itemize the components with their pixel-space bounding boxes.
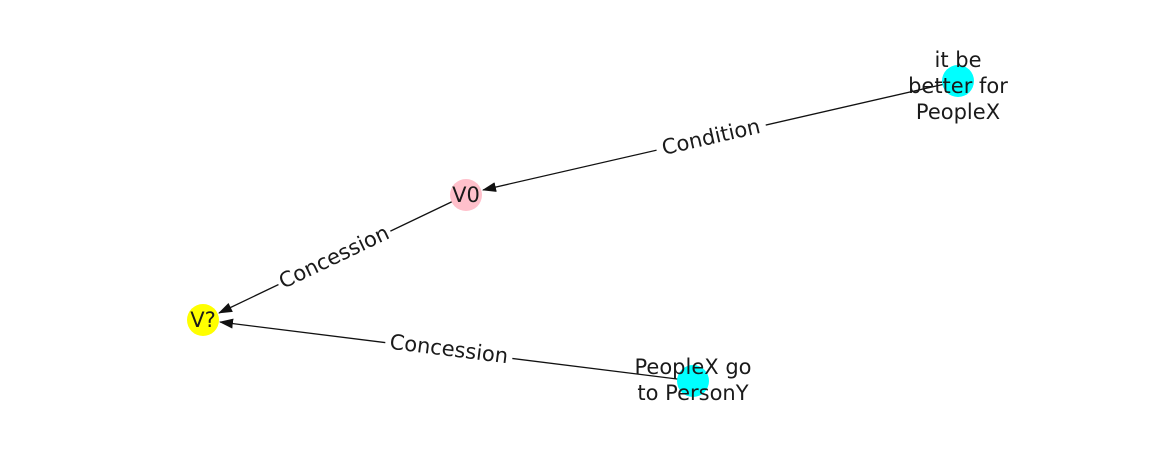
node-circle-v0: [450, 179, 482, 211]
node-go: PeopleX go to PersonY: [634, 355, 751, 405]
node-label-v0: V0: [452, 183, 480, 207]
edge-label-condition: Condition: [659, 114, 762, 160]
node-label-line-3: PeopleX: [916, 100, 1000, 124]
node-label-line-2: better for: [908, 74, 1008, 98]
node-circle-go: [677, 365, 709, 397]
edge-label-concession-v0: Concession: [275, 221, 393, 294]
node-condition: it be better for PeopleX: [908, 48, 1008, 124]
node-label-line-2: to PersonY: [637, 381, 748, 405]
node-label-line-1: it be: [935, 48, 982, 72]
node-circle-condition: [942, 65, 974, 97]
node-circle-vq: [187, 304, 219, 336]
node-vq: V?: [187, 304, 219, 336]
edge-label-concession-v0-group: Concession: [271, 216, 397, 298]
edge-label-condition-group: Condition: [653, 109, 769, 165]
node-label-line-1: PeopleX go: [634, 355, 751, 379]
edge-label-concession-go-group: Concession: [383, 326, 515, 372]
node-label-vq: V?: [190, 308, 216, 332]
node-v0: V0: [450, 179, 482, 211]
